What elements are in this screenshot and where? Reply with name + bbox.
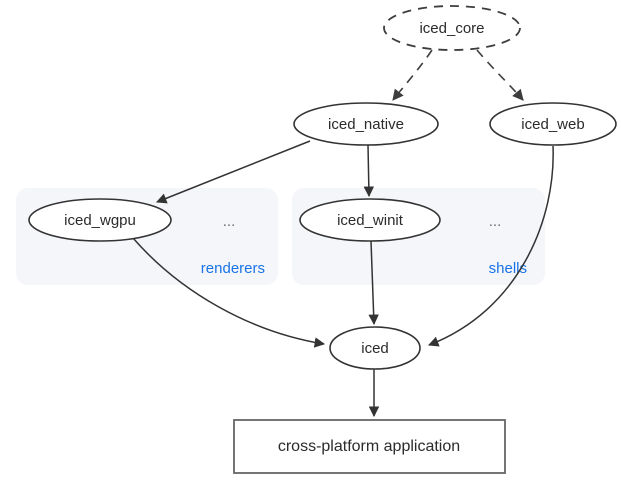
edge-iced-core-to-iced-native: [392, 49, 433, 101]
application-rect[interactable]: [233, 419, 506, 474]
cluster-renderers-label: renderers: [201, 260, 265, 277]
iced-web-label: iced_web: [521, 116, 584, 133]
iced-wgpu-label: iced_wgpu: [64, 212, 136, 229]
application-label: cross-platform application: [278, 438, 460, 455]
node-iced-core[interactable]: iced_core: [383, 5, 521, 51]
node-cross-platform-application[interactable]: cross-platform application: [233, 419, 506, 474]
iced-winit-ellipse[interactable]: [299, 198, 441, 242]
edge-iced-core-to-iced-web: [476, 49, 524, 101]
node-iced[interactable]: iced: [329, 326, 421, 370]
iced-winit-label: iced_winit: [337, 212, 404, 229]
node-iced-native[interactable]: iced_native: [293, 102, 439, 146]
renderers-ellipsis-node: ...: [223, 213, 236, 230]
edge-iced-native-to-iced-winit: [363, 144, 375, 198]
edge-iced-winit-to-iced: [368, 240, 379, 326]
iced-native-ellipse[interactable]: [293, 102, 439, 146]
iced-core-ellipse[interactable]: [383, 5, 521, 51]
iced-wgpu-ellipse[interactable]: [28, 198, 172, 242]
node-iced-web[interactable]: iced_web: [489, 102, 617, 146]
edge-group: [132, 49, 554, 418]
iced-core-label: iced_core: [419, 20, 484, 37]
edge-iced-web-to-iced: [428, 145, 554, 347]
edge-iced-wgpu-to-iced: [132, 237, 326, 348]
iced-web-ellipse[interactable]: [489, 102, 617, 146]
iced-native-label: iced_native: [328, 116, 404, 133]
node-iced-winit[interactable]: iced_winit: [299, 198, 441, 242]
edge-iced-native-to-iced-wgpu: [156, 140, 311, 204]
shells-ellipsis-node: ...: [489, 213, 502, 230]
node-iced-wgpu[interactable]: iced_wgpu: [28, 198, 172, 242]
iced-ellipse[interactable]: [329, 326, 421, 370]
iced-label: iced: [361, 340, 389, 357]
